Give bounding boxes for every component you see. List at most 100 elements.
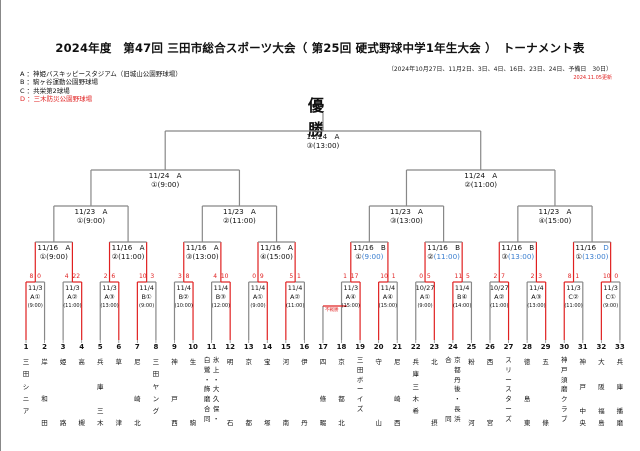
team-number: 11	[206, 343, 217, 351]
team-name: 伊丹	[301, 358, 308, 428]
team-number: 14	[262, 343, 273, 351]
team-name: 五條	[542, 358, 549, 428]
match-score: 2 6	[103, 273, 116, 280]
team-name: 神戸中央	[579, 358, 587, 428]
team-number: 9	[172, 343, 177, 351]
venue-legend: A ：神姫バスキッピースタジアム（旧城山公園野球場） B ：駒ヶ谷運動公園野球場…	[20, 70, 182, 104]
match-score: 10 0	[602, 273, 619, 280]
team-number: 1	[23, 343, 29, 351]
team-name: 合同京都丹後・長浜	[445, 356, 461, 423]
team-number: 18	[336, 343, 347, 351]
team-name: 草津	[115, 358, 123, 428]
venue-b: B ：駒ヶ谷運動公園野球場	[20, 78, 99, 87]
match-score: 1 17	[343, 273, 359, 280]
team-name: 宝塚	[264, 358, 271, 428]
team-number: 33	[615, 343, 625, 351]
team-number: 32	[596, 343, 607, 351]
forfeit-label: 不戦勝	[324, 308, 339, 313]
team-name: 兵庫三木希	[412, 358, 420, 416]
team-number: 15	[280, 343, 291, 351]
team-number: 12	[225, 343, 236, 351]
team-name: 徳島東	[523, 358, 531, 428]
match-score: 10 3	[138, 273, 155, 280]
team-number: 29	[540, 343, 551, 351]
team-name: 高槻	[78, 358, 85, 428]
team-number: 19	[355, 343, 365, 351]
team-name: 京都	[245, 358, 252, 428]
team-name: 尼崎北	[134, 358, 141, 428]
match-score: 4 22	[64, 273, 81, 280]
match-score: 10 1	[380, 273, 396, 280]
team-name: 大阪福島	[598, 358, 605, 428]
team-name: 四條畷	[319, 358, 327, 428]
match-score: 0 9	[252, 273, 264, 280]
team-name: 兵庫播磨	[616, 358, 624, 428]
team-number: 7	[134, 343, 140, 351]
team-number: 24	[448, 343, 458, 351]
team-number: 10	[188, 343, 198, 351]
team-name: 河南	[282, 358, 290, 428]
team-name: 北摂	[431, 358, 438, 428]
team-name: スリースターズ	[505, 356, 512, 423]
schedule-dates: （2024年10月27日、11月2日、3日、4日、16日、23日、24日、予備日…	[387, 66, 612, 73]
page-border	[0, 0, 1, 451]
team-number: 23	[429, 343, 440, 351]
match-score: 8 1	[567, 273, 580, 280]
team-number: 16	[299, 343, 310, 351]
team-number: 25	[466, 343, 477, 351]
team-number: 20	[373, 343, 384, 351]
match-score: 4 10	[213, 273, 229, 280]
team-name: 兵庫三木	[96, 358, 104, 428]
team-name: 粉河	[468, 358, 475, 428]
page-title: 2024年度 第47回 三田市総合スポーツ大会（ 第25回 硬式野球中学1年生大…	[55, 41, 585, 55]
team-number: 28	[522, 343, 532, 351]
venue-c: C ：共栄第2球場	[20, 86, 70, 95]
match-score: 0 5	[419, 273, 431, 280]
team-number: 2	[42, 343, 47, 351]
team-number: 8	[153, 343, 159, 351]
match-score: 5 1	[289, 273, 301, 280]
team-name: 明石	[226, 358, 234, 428]
team-name: 西宮	[486, 358, 494, 428]
team-number: 22	[410, 343, 421, 351]
team-name: 三田ヤング	[152, 358, 160, 416]
updated-date: 2024.11.05更新	[573, 75, 612, 81]
team-name: 神戸西	[171, 358, 178, 428]
team-number: 5	[97, 343, 103, 351]
team-number: 4	[79, 343, 85, 351]
team-name: 生駒	[189, 358, 197, 428]
match-score: 3 8	[178, 273, 190, 280]
team-number: 17	[318, 343, 328, 351]
team-number: 30	[559, 343, 570, 351]
venue-d: D ：三木防災公園野球場	[20, 95, 93, 104]
team-name: 神戸須磨クラブ	[560, 356, 568, 423]
champion-heading: 優 勝	[307, 96, 357, 139]
